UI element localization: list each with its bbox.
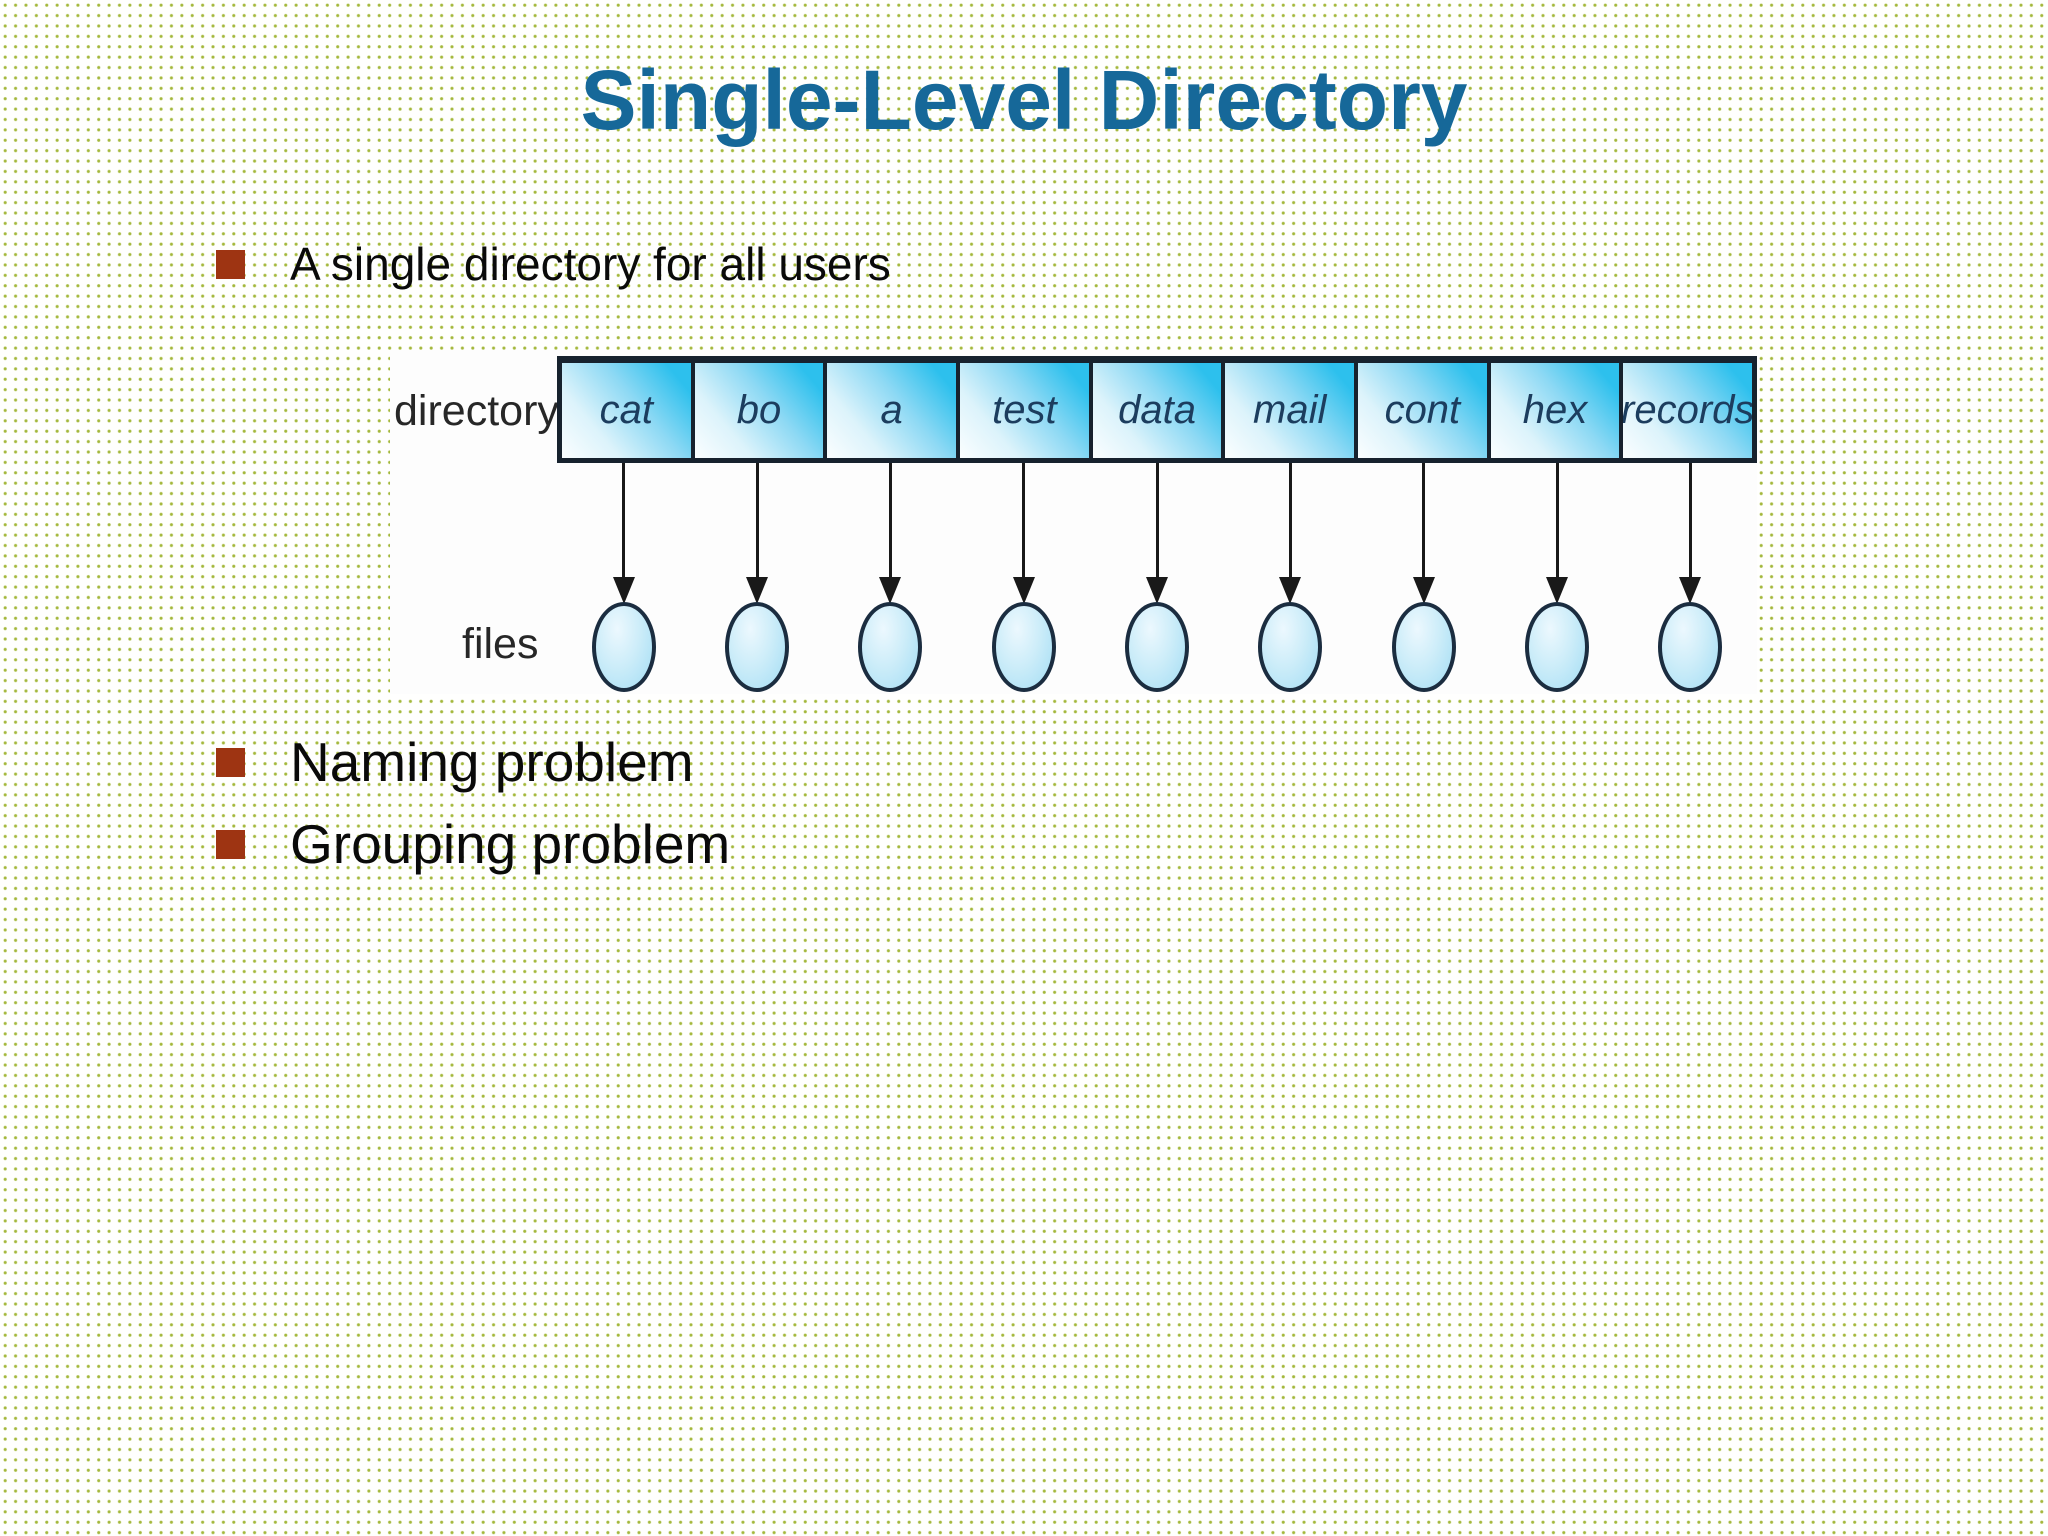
directory-entry-a: a [827,363,961,458]
directory-entry-label: a [880,388,903,432]
bullet-square-icon [216,829,245,859]
bullet-text: A single directory for all users [290,238,891,290]
arrow-line [622,463,626,579]
single-level-directory-diagram: directory cat bo a test data mail cont hex recor… [390,350,1757,694]
arrow-line [1422,463,1426,579]
arrow-head-icon [612,577,635,604]
directory-row: cat bo a test data mail cont hex records [557,356,1757,463]
bullet-square-icon [216,747,245,777]
arrow-head-icon [1679,577,1702,604]
files-label: files [462,620,539,668]
file-oval-data [1125,602,1189,692]
file-oval-cont [1391,602,1456,692]
bullet-item-1: A single directory for all users [216,233,891,295]
file-oval-hex [1525,602,1589,692]
arrow-line [1555,463,1559,579]
arrow-line [755,463,759,579]
directory-entry-label: mail [1253,388,1327,432]
directory-entry-label: cont [1384,388,1461,432]
directory-entry-test: test [960,363,1093,458]
arrow-head-icon [746,577,768,604]
directory-entry-label: records [1623,388,1753,432]
arrow-line [888,463,892,579]
directory-entry-data: data [1092,363,1226,458]
directory-entry-records: records [1623,363,1753,458]
file-oval-cat [591,602,656,692]
arrow-head-icon [1546,577,1568,604]
file-oval-mail [1258,602,1323,692]
bullet-text: Grouping problem [290,813,731,875]
directory-entry-cat: cat [562,363,695,458]
file-oval-a [858,602,923,692]
arrow-head-icon [1146,577,1168,604]
page-title: Single-Level Directory [580,53,1468,147]
directory-entry-label: data [1118,388,1196,432]
file-oval-records [1658,602,1723,692]
file-oval-bo [725,602,789,692]
arrow-line [1155,463,1159,579]
arrow-head-icon [879,577,902,604]
directory-entry-bo: bo [694,363,828,458]
arrow-line [1022,463,1026,579]
arrow-line [1688,463,1692,579]
directory-label: directory [394,387,559,435]
directory-entry-label: test [992,388,1057,432]
directory-entry-label: hex [1522,388,1588,432]
directory-entry-label: bo [736,388,782,432]
directory-entry-mail: mail [1225,363,1359,458]
arrow-head-icon [1012,577,1035,604]
file-oval-test [991,602,1056,692]
directory-entry-label: cat [599,388,654,432]
bullet-text: Naming problem [290,731,694,793]
bullet-square-icon [216,249,245,279]
arrow-line [1288,463,1292,579]
bullet-item-3: Grouping problem [216,813,730,875]
arrow-head-icon [1279,577,1302,604]
bullet-item-2: Naming problem [216,731,694,793]
directory-entry-cont: cont [1358,363,1491,458]
directory-entry-hex: hex [1490,363,1624,458]
arrow-head-icon [1412,577,1435,604]
